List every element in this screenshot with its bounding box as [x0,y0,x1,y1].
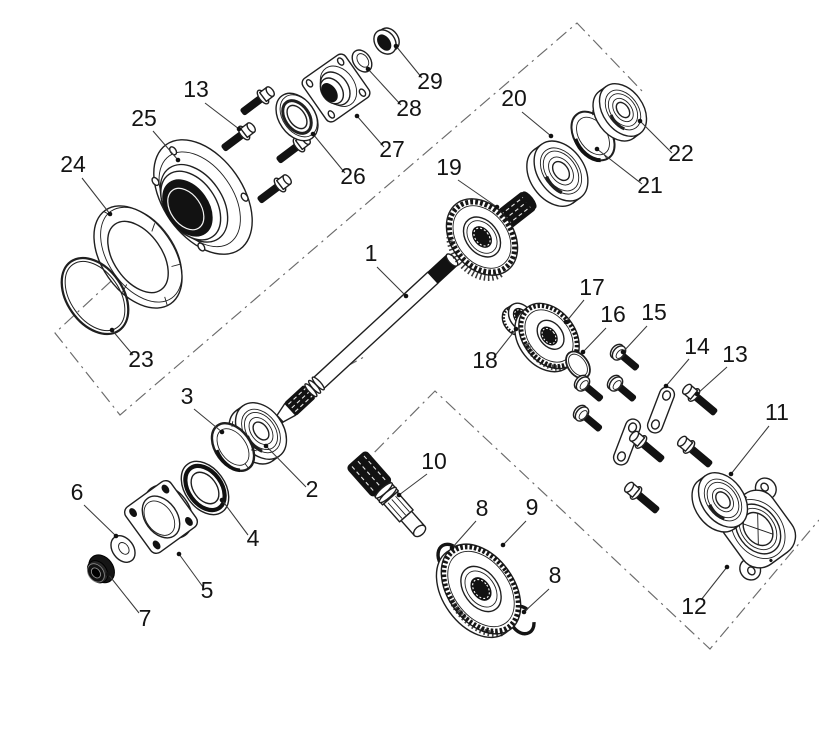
callout-16: 16 [600,301,626,327]
callout-20: 20 [501,85,527,111]
part-22-bearing [592,83,648,142]
callout-27: 27 [379,136,405,162]
part-16-o-ring [565,350,591,380]
part-29-plug [373,27,400,55]
part-4-oil-seal [180,460,230,516]
part-3-retainer-ring [210,421,257,473]
callout-11: 11 [765,399,789,425]
callout-9: 9 [526,494,539,520]
callout-labels: 1 2 3 4 5 6 7 8 8 9 10 11 12 13 13 14 15… [60,68,789,631]
leader-lines [81,43,770,615]
callout-13b: 13 [722,341,748,367]
callout-12: 12 [681,593,707,619]
callout-22: 22 [668,140,694,166]
callout-6: 6 [71,479,84,505]
part-13-bolt-group-right [623,383,718,514]
part-25-bearing-housing [151,139,253,255]
callout-24: 24 [60,151,86,177]
callout-17: 17 [579,274,605,300]
callout-15: 15 [641,299,667,325]
part-10-input-shaft [347,451,427,538]
part-14-link-plates [612,386,676,466]
callout-29: 29 [417,68,443,94]
callout-25: 25 [131,105,157,131]
part-23-o-ring [60,256,130,336]
callout-23: 23 [128,346,154,372]
part-27-flange-plate [301,53,371,123]
callout-8b: 8 [549,562,562,588]
part-20-bearing [526,140,589,207]
part-5-flange-plate [123,479,199,555]
part-1-main-shaft [275,253,459,424]
part-15-button-screw-group [572,343,640,432]
part-9-driven-gear [435,543,522,639]
callout-1: 1 [365,240,378,266]
callout-3: 3 [181,383,194,409]
callout-14: 14 [684,333,710,359]
callout-7: 7 [139,605,152,631]
part-11-bearing [691,472,749,533]
callout-4: 4 [247,525,260,551]
callout-10: 10 [421,448,447,474]
callout-21: 21 [637,172,663,198]
callout-5: 5 [201,577,214,603]
callout-13a: 13 [183,76,209,102]
callout-8a: 8 [476,495,489,521]
callout-26: 26 [340,163,366,189]
part-7-flange-nut [86,554,115,584]
part-17-helical-gear [514,302,580,373]
callout-2: 2 [306,476,319,502]
callout-18: 18 [472,347,498,373]
callout-19: 19 [436,154,462,180]
callout-28: 28 [396,95,422,121]
part-26-oil-seal [275,92,319,142]
part-19-bevel-gear [445,191,537,281]
